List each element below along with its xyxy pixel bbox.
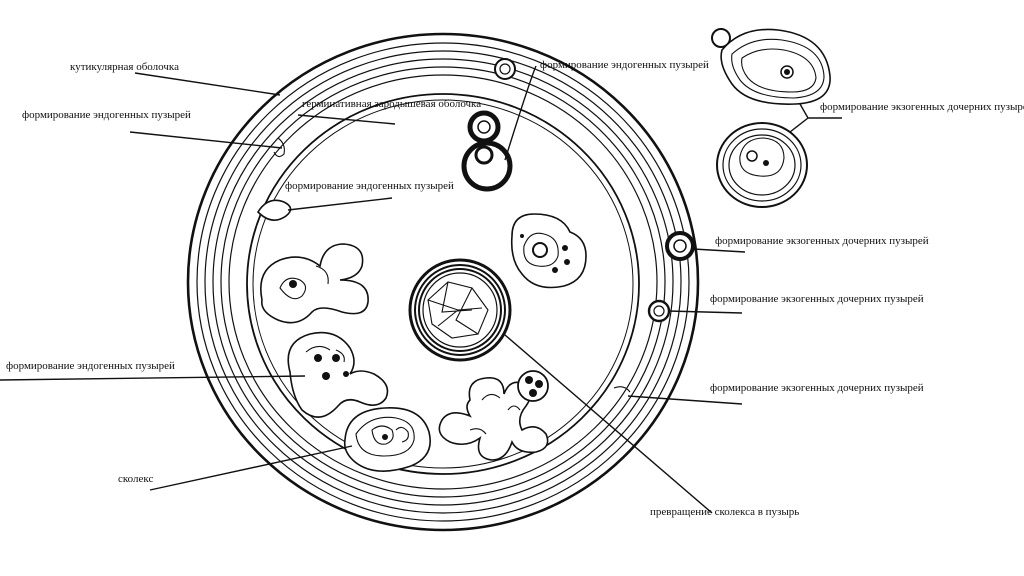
label-exo-right-1: формирование экзогенных дочерних пузырей xyxy=(715,235,929,247)
leader-exo-right-2 xyxy=(667,310,743,314)
label-cuticular: кутикулярная оболочка xyxy=(70,61,179,73)
leader-transform xyxy=(504,334,713,514)
label-germinal: герминативная зародышевая оболочка xyxy=(302,98,481,110)
label-endo-inner: формирование эндогенных пузырей xyxy=(285,180,454,192)
leader-endo-left-top xyxy=(129,131,283,149)
label-endo-left-bottom: формирование эндогенных пузырей xyxy=(6,360,175,372)
leader-endo-inner xyxy=(287,197,393,211)
brood-capsule-left xyxy=(260,243,369,324)
endogenous-vesicle-rings xyxy=(461,110,513,192)
wall-bud-right-3 xyxy=(613,386,631,393)
leader-endo-top-right xyxy=(504,65,537,161)
brood-capsule-lower-left xyxy=(287,331,389,418)
scolex-capsule xyxy=(343,407,431,472)
endogenous-vesicle-small xyxy=(256,199,292,221)
label-exo-right-2: формирование экзогенных дочерних пузырей xyxy=(710,293,924,305)
wall-bud-right-1 xyxy=(665,231,695,261)
cuticular-wall xyxy=(186,32,700,532)
scolex-to-vesicle xyxy=(408,258,512,362)
germinal-layer xyxy=(246,93,640,475)
small-capsule-bottom xyxy=(517,370,549,402)
leader-scolex xyxy=(149,445,353,491)
leader-endo-left-bottom xyxy=(0,375,306,381)
label-endo-top-right: формирование эндогенных пузырей xyxy=(540,59,709,71)
label-exo-top-right: формирование экзогенных дочерних пузырей xyxy=(820,101,1024,113)
label-transform: превращение сколекса в пузырь xyxy=(650,506,799,518)
brood-capsule-right xyxy=(510,213,587,289)
leader-exo-top-right xyxy=(789,103,842,133)
leader-exo-right-3 xyxy=(627,395,743,405)
leader-cuticular xyxy=(134,72,281,96)
brood-capsule-bottom xyxy=(438,377,549,461)
wall-bud-top xyxy=(494,58,516,80)
leader-exo-right-1 xyxy=(692,248,746,253)
label-endo-left-top: формирование эндогенных пузырей xyxy=(22,109,191,121)
wall-bud-right-2 xyxy=(647,299,671,323)
exogenous-vesicle-upper xyxy=(711,28,831,105)
germinal-bump-left xyxy=(273,137,285,158)
leader-lines xyxy=(0,65,842,514)
label-exo-right-3: формирование экзогенных дочерних пузырей xyxy=(710,382,924,394)
exogenous-vesicle-lower xyxy=(716,122,808,208)
leader-germinal xyxy=(297,114,396,125)
label-scolex: сколекс xyxy=(118,473,153,485)
